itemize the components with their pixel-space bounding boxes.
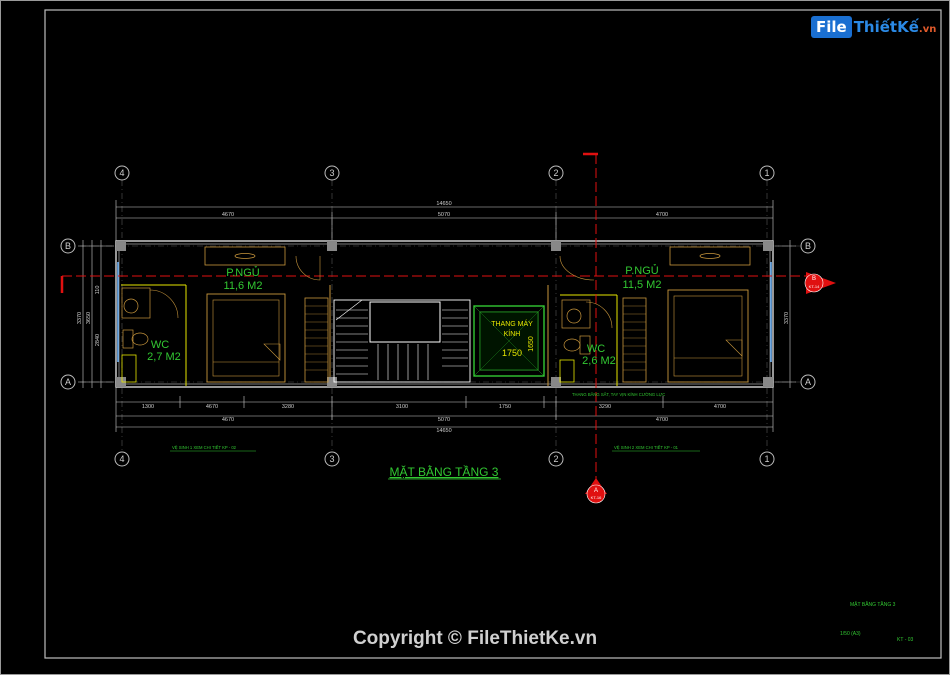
staircase [333,299,471,383]
bedroom-right-furniture [559,246,751,383]
note-stair: THANG BẰNG SẮT, TAY VỊN KÍNH CƯỜNG LỰC [572,392,665,397]
room-area-wc-left: 2,7 M2 [147,351,181,363]
axis-label-1: 1 [764,168,769,178]
axis-label-4-bottom: 4 [119,454,124,464]
dim-bottom-2: 4670 [206,404,218,410]
axis-label-4: 4 [119,168,124,178]
section-b-letter: B [812,276,816,282]
logo-box: File [811,16,852,38]
dim-top-3: 4700 [656,212,668,218]
dim-bottom-7: 4700 [714,404,726,410]
room-area-wc-right: 2,6 M2 [582,355,616,367]
axis-bubbles-side: B A B A [60,238,816,390]
dim-bottom-total: 14650 [436,428,451,434]
note-wc-right: VỆ SINH 2 XEM CHI TIẾT KP - 01 [614,445,679,450]
axis-label-b-right: B [805,241,811,251]
dim-bottom-1: 1300 [142,404,154,410]
axis-label-3-bottom: 3 [329,454,334,464]
room-label-bedroom-right: P.NGỦ [625,264,658,277]
dim-bottom-6: 3290 [599,404,611,410]
axis-label-a-right: A [805,377,811,387]
axis-bubbles-top: 4 3 2 1 [114,165,775,181]
section-b-sheet: KT-14 [809,284,820,289]
dim-top-total: 14650 [436,201,451,207]
wc-right-fixtures [559,299,613,383]
section-line [60,152,806,500]
dimension-text-top: 14650 4670 5070 4700 [222,201,668,218]
elevator [473,305,545,377]
dimension-lines-side [78,240,796,388]
elevator-height: 1650 [528,336,535,352]
section-a-letter: A [594,488,598,494]
title-block: MẶT BẰNG TẦNG 3 1/50 (A3) KT - 03 [840,600,914,643]
room-label-elevator: THANG MÁY [491,319,533,328]
dim-left-4: 2840 [95,334,101,346]
logo-text: ThiếtKế.vn [854,18,937,36]
dim-top-1: 4670 [222,212,234,218]
dim-bottom-4: 3100 [396,404,408,410]
room-area-bedroom-right: 11,5 M2 [623,279,662,291]
axis-label-1-bottom: 1 [764,454,769,464]
dim-left-3: 110 [95,286,101,295]
dimension-lines-top [115,200,774,246]
dim-left-2: 3650 [86,312,92,324]
dim-right-1: 3370 [784,312,790,324]
dimension-lines-bottom [115,385,774,432]
dim-top-2: 5070 [438,212,450,218]
dim-left-1: 3370 [77,312,83,324]
dimension-text-bottom: 1300 4670 3280 3100 1750 3290 4700 4670 … [142,404,726,434]
copyright-watermark: Copyright © FileThietKe.vn [352,628,598,649]
dim-bottom-row2-3: 4700 [656,417,668,423]
axis-label-2: 2 [553,168,558,178]
logo-suffix: .vn [918,24,937,35]
note-wc-left: VỆ SINH 1 XEM CHI TIẾT KP - 02 [172,445,237,450]
room-area-bedroom-left: 11,6 M2 [224,280,263,292]
bedroom-left-furniture [204,246,329,383]
section-marker-b: B KT-14 [804,272,836,294]
room-label-elevator-sub: KÍNH [504,329,521,338]
walls [115,240,774,388]
axis-label-b-left: B [65,241,71,251]
axis-label-2-bottom: 2 [553,454,558,464]
sheet-frame [44,9,942,659]
dim-bottom-5: 1750 [499,404,511,410]
section-marker-a: A KT-16 [585,478,607,504]
room-label-wc-right: WC [587,343,605,355]
filethietke-logo: File ThiếtKế.vn [811,14,936,40]
tb-title: MẶT BẰNG TẦNG 3 [850,600,896,608]
axis-label-3: 3 [329,168,334,178]
dim-bottom-3: 3280 [282,404,294,410]
drawing-title: MẶT BẰNG TẦNG 3 [390,464,499,479]
axis-bubbles-bottom: 4 3 2 1 [114,451,775,467]
room-label-wc-left: WC [151,339,169,351]
dimension-text-side: 3370 3650 110 2840 3370 [77,286,790,347]
room-labels: P.NGỦ 11,6 M2 P.NGỦ 11,5 M2 WC 2,7 M2 WC… [147,264,661,367]
elevator-width: 1750 [502,348,522,358]
dim-bottom-row2-1: 4670 [222,417,234,423]
dim-bottom-row2-2: 5070 [438,417,450,423]
section-a-sheet: KT-16 [591,495,602,500]
notes: THANG BẰNG SẮT, TAY VỊN KÍNH CƯỜNG LỰC V… [172,392,679,450]
room-label-bedroom-left: P.NGỦ [226,266,259,279]
wc-left-fixtures [121,287,179,383]
tb-scale: 1/50 (A3) [840,631,861,637]
tb-code: KT - 03 [897,637,914,643]
logo-text-main: ThiếtKế [853,18,919,36]
axis-label-a-left: A [65,377,71,387]
